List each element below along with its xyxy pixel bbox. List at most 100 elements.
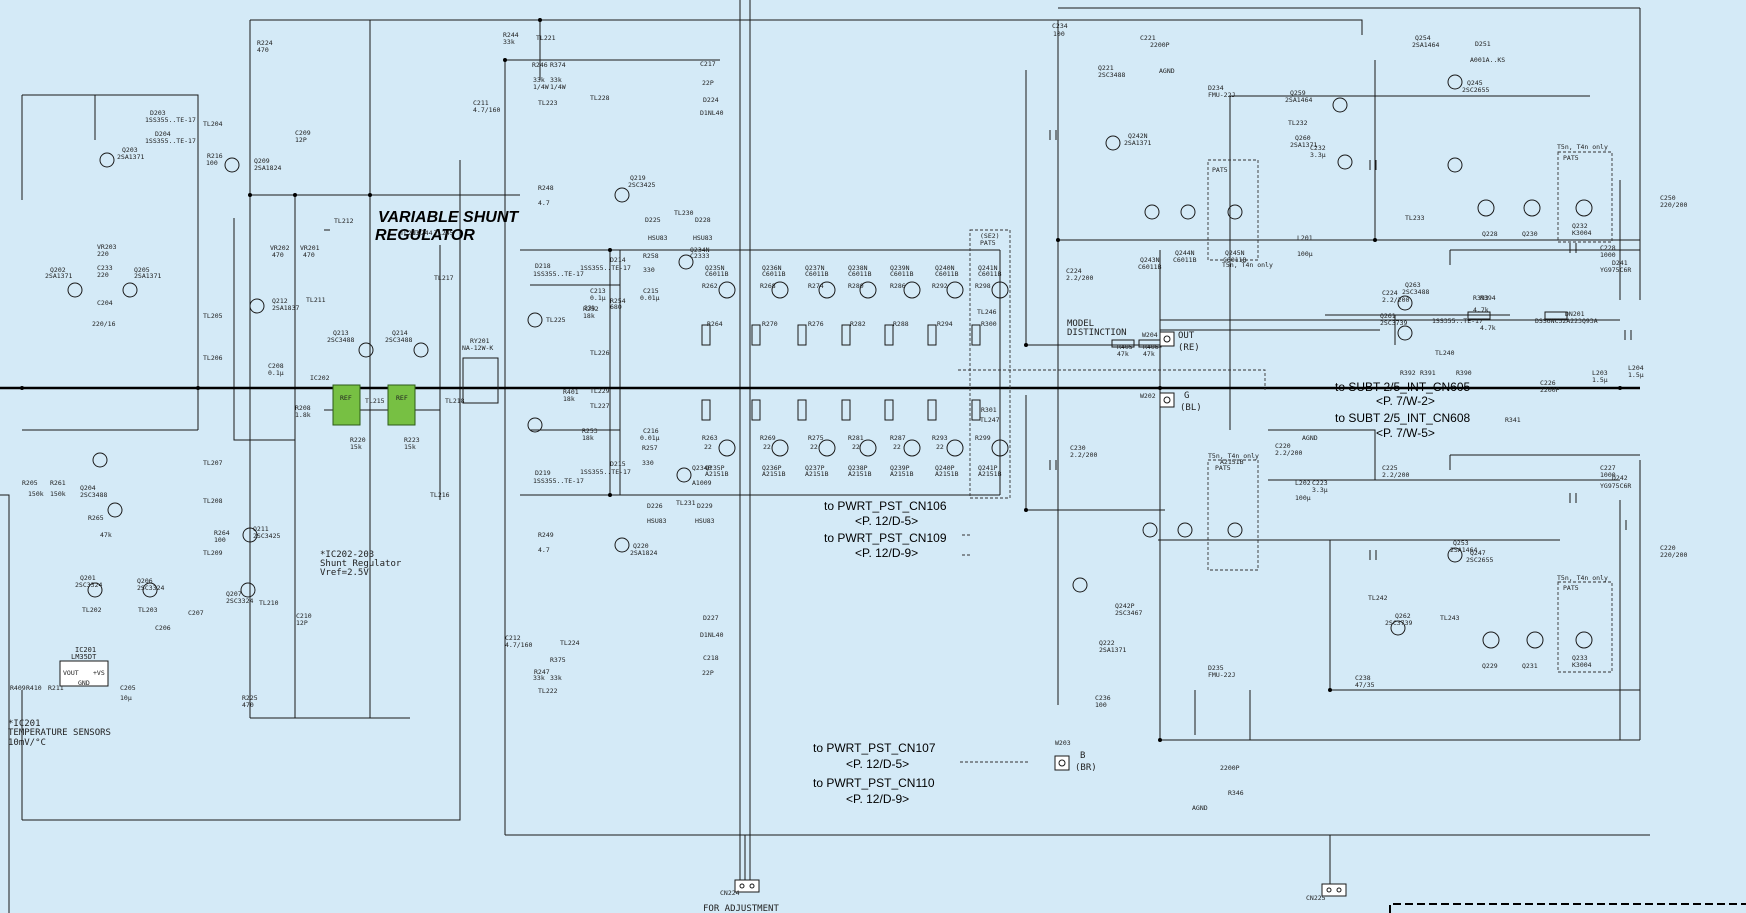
svg-text:R346: R346: [1228, 789, 1244, 797]
svg-text:0.01μ: 0.01μ: [640, 434, 660, 442]
svg-text:MODEL: MODEL: [1067, 319, 1094, 329]
svg-text:R247: R247: [534, 668, 550, 676]
svg-text:A2151B: A2151B: [935, 470, 959, 478]
svg-text:R286: R286: [890, 282, 906, 290]
svg-text:TL247: TL247: [980, 416, 1000, 424]
svg-text:Q222: Q222: [1099, 639, 1115, 647]
svg-text:Q247: Q247: [1470, 549, 1486, 557]
svg-text:L203: L203: [1592, 369, 1608, 377]
svg-text:Q209: Q209: [254, 157, 270, 165]
svg-text:2SA1371: 2SA1371: [134, 272, 161, 280]
svg-text:220: 220: [97, 271, 109, 279]
svg-text:Q201: Q201: [80, 574, 96, 582]
svg-text:47k: 47k: [1143, 350, 1155, 358]
svg-text:Q239N: Q239N: [890, 264, 910, 272]
svg-text:R394: R394: [1480, 294, 1496, 302]
svg-text:C228: C228: [1600, 244, 1616, 252]
svg-text:R292: R292: [932, 282, 948, 290]
svg-text:47k: 47k: [100, 531, 112, 539]
svg-text:PAT5: PAT5: [1212, 166, 1228, 174]
svg-text:0.1μ: 0.1μ: [268, 369, 284, 377]
svg-text:C6011B: C6011B: [1173, 256, 1197, 264]
svg-text:220: 220: [97, 250, 109, 258]
svg-text:C6011B: C6011B: [705, 270, 729, 278]
svg-text:C227: C227: [1600, 464, 1616, 472]
svg-text:CN225: CN225: [1306, 894, 1326, 902]
svg-text:330: 330: [642, 459, 654, 467]
svg-text:*IC202-203: *IC202-203: [320, 550, 374, 560]
svg-text:2SA1824: 2SA1824: [630, 549, 657, 557]
svg-text:R301: R301: [981, 406, 997, 414]
svg-text:A001A..KS: A001A..KS: [1470, 56, 1505, 64]
svg-text:2SA1371: 2SA1371: [1124, 139, 1151, 147]
svg-text:PAT5: PAT5: [1215, 464, 1231, 472]
svg-text:Q207: Q207: [226, 590, 242, 598]
svg-text:4.7/160: 4.7/160: [505, 641, 532, 649]
svg-text:TL211: TL211: [306, 296, 326, 304]
ref-pwrt-cn109: to PWRT_PST_CN109 <P. 12/D-9>: [824, 531, 947, 560]
svg-text:Q234N: Q234N: [690, 246, 710, 254]
svg-text:Q241N: Q241N: [978, 264, 998, 272]
svg-text:1SS355..TE-17: 1SS355..TE-17: [533, 270, 584, 278]
title-line1: VARIABLE SHUNT: [378, 209, 519, 226]
svg-text:R293: R293: [932, 434, 948, 442]
svg-text:TL225: TL225: [546, 316, 566, 324]
svg-text:to SUBT 2/5_INT_CN605: to SUBT 2/5_INT_CN605: [1335, 380, 1471, 394]
svg-text:L202: L202: [1295, 479, 1311, 487]
svg-text:YG975C6R: YG975C6R: [1600, 482, 1631, 490]
svg-text:100μ: 100μ: [1297, 250, 1313, 258]
svg-text:R264: R264: [707, 320, 723, 328]
resistors: [701, 311, 1568, 421]
svg-text:D235: D235: [1208, 664, 1224, 672]
svg-text:2SA1824: 2SA1824: [254, 164, 281, 172]
svg-text:D251: D251: [1475, 40, 1491, 48]
svg-text:C207: C207: [188, 609, 204, 617]
connector-cn225: CN225: [1306, 883, 1347, 902]
svg-text:1000: 1000: [1600, 251, 1616, 259]
svg-text:PAT5: PAT5: [980, 239, 996, 247]
svg-text:R280: R280: [848, 282, 864, 290]
svg-text:VOUT: VOUT: [63, 669, 79, 677]
svg-text:1SS355..TE-17: 1SS355..TE-17: [580, 468, 631, 476]
svg-text:R254: R254: [610, 297, 626, 305]
note-model-distinction: MODEL DISTINCTION: [1067, 319, 1127, 338]
svg-text:R391: R391: [1420, 369, 1436, 377]
svg-text:R393: R393: [1473, 294, 1489, 302]
svg-text:R298: R298: [975, 282, 991, 290]
svg-text:TL202: TL202: [82, 606, 102, 614]
svg-text:Vref=2.5V: Vref=2.5V: [320, 568, 369, 578]
svg-text:2200P: 2200P: [1150, 41, 1170, 49]
svg-text:TL229: TL229: [590, 387, 610, 395]
svg-text:D234: D234: [1208, 84, 1224, 92]
svg-text:C217: C217: [700, 60, 716, 68]
svg-text:R294: R294: [937, 320, 953, 328]
svg-text:VR203: VR203: [97, 243, 117, 251]
svg-text:TL224: TL224: [560, 639, 580, 647]
ref-subt-cn608: to SUBT 2/5_INT_CN608 <P. 7/W-5>: [1335, 411, 1471, 440]
svg-text:TL217: TL217: [434, 274, 454, 282]
svg-text:TL203: TL203: [138, 606, 158, 614]
svg-text:R264: R264: [214, 529, 230, 537]
svg-text:PAT5: PAT5: [1563, 154, 1579, 162]
ic201-resistors: R409 R410 R211 C205 10μ C206 C207: [10, 609, 204, 702]
svg-text:2SC3488: 2SC3488: [1402, 288, 1429, 296]
svg-text:2SC2655: 2SC2655: [1462, 86, 1489, 94]
svg-text:TL218: TL218: [445, 397, 465, 405]
svg-text:Q221: Q221: [1098, 64, 1114, 72]
svg-text:(SE2): (SE2): [980, 232, 1000, 240]
svg-text:1SS355..TE-17: 1SS355..TE-17: [145, 116, 196, 124]
svg-text:Q262: Q262: [1395, 612, 1411, 620]
svg-text:C224: C224: [1382, 289, 1398, 297]
svg-text:R244: R244: [503, 31, 519, 39]
svg-text:TL226: TL226: [590, 349, 610, 357]
svg-text:OUT: OUT: [1178, 331, 1195, 341]
svg-text:DN201: DN201: [1565, 310, 1585, 318]
svg-text:Q211: Q211: [253, 525, 269, 533]
svg-text:470: 470: [242, 701, 254, 709]
wiring: [0, 0, 1650, 913]
svg-text:C224: C224: [1066, 267, 1082, 275]
svg-text:Q238P: Q238P: [848, 464, 868, 472]
ref-pin-label: REF: [396, 394, 408, 402]
svg-text:2SC3425: 2SC3425: [628, 181, 655, 189]
